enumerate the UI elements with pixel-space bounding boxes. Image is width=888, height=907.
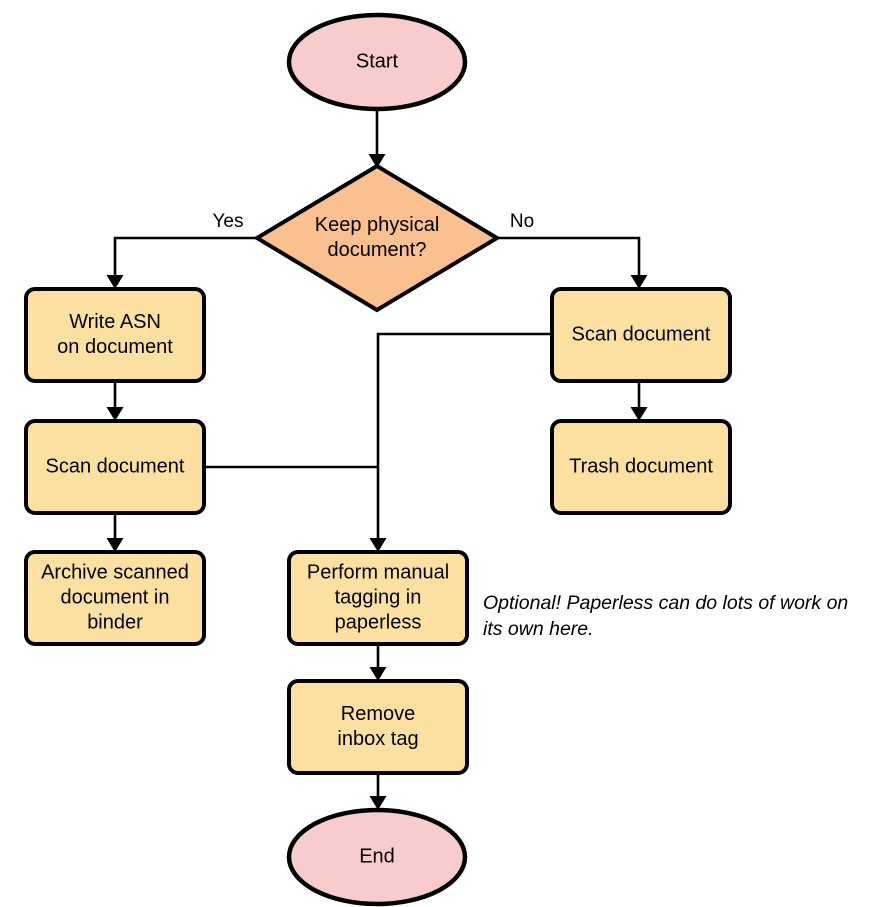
edge-write-asn-to-scan-left (106, 381, 124, 421)
edge-scan-left-to-archive (106, 513, 124, 552)
annotation-optional-note: Optional! Paperless can do lots of work … (483, 592, 848, 640)
node-write-asn[interactable]: Write ASN on document (24, 287, 206, 383)
node-scan-right[interactable]: Scan document (550, 287, 732, 383)
node-label: Scan document (572, 323, 711, 345)
process-shape (24, 550, 206, 646)
edge-path (497, 236, 641, 281)
node-label: Remove (341, 703, 415, 725)
node-label: Write ASN (69, 311, 161, 333)
node-label: binder (87, 611, 143, 633)
edge-manual-tagging-to-remove-inbox (369, 644, 387, 681)
node-label: inbox tag (337, 728, 418, 750)
process-shape (24, 419, 206, 515)
node-manual-tagging[interactable]: Perform manual tagging in paperless (287, 550, 469, 646)
edges-layer: Yes No (106, 109, 648, 810)
decision-shape (253, 163, 501, 313)
edge-scan-right-to-manual-tagging (369, 332, 552, 552)
node-label: tagging in (335, 586, 422, 608)
edge-label-yes: Yes (213, 211, 244, 232)
arrowhead-icon (630, 275, 648, 289)
node-label: Trash document (569, 455, 713, 477)
process-shape (287, 679, 469, 775)
process-shape (24, 287, 206, 383)
annotations-layer: Optional! Paperless can do lots of work … (483, 592, 848, 640)
node-label: Perform manual (307, 561, 449, 583)
node-label: document in (61, 586, 170, 608)
edge-label-no: No (510, 211, 534, 232)
edge-scan-right-to-trash (630, 381, 648, 421)
edge-decision-yes-to-write-asn: Yes (106, 211, 257, 289)
annotation-line: its own here. (483, 618, 594, 640)
terminal-shape (286, 807, 468, 907)
node-label: Scan document (46, 455, 185, 477)
arrowhead-icon (369, 538, 387, 552)
edge-remove-inbox-to-end (369, 773, 387, 810)
arrowhead-icon (369, 796, 387, 810)
edge-path (376, 332, 552, 544)
edge-start-to-decision (368, 109, 386, 168)
arrowhead-icon (106, 407, 124, 421)
arrowhead-icon (106, 275, 124, 289)
arrowhead-icon (368, 154, 386, 168)
node-remove-inbox[interactable]: Remove inbox tag (287, 679, 469, 775)
node-label: paperless (335, 611, 422, 633)
node-label: Start (356, 50, 399, 72)
arrowhead-icon (369, 667, 387, 681)
arrowhead-icon (106, 538, 124, 552)
node-trash[interactable]: Trash document (550, 419, 732, 515)
annotation-line: Optional! Paperless can do lots of work … (483, 592, 848, 614)
node-label: End (359, 845, 395, 867)
node-label: on document (57, 336, 173, 358)
node-archive-binder[interactable]: Archive scanned document in binder (24, 550, 206, 646)
process-shape (550, 287, 732, 383)
process-shape (550, 419, 732, 515)
node-label: Keep physical (315, 214, 440, 236)
terminal-shape (286, 12, 468, 112)
node-decision[interactable]: Keep physical document? (253, 163, 501, 313)
edge-path (113, 236, 257, 281)
arrowhead-icon (630, 407, 648, 421)
node-start[interactable]: Start (286, 12, 468, 112)
node-label: document? (328, 239, 427, 261)
node-end[interactable]: End (286, 807, 468, 907)
process-shape (287, 550, 469, 646)
node-scan-left[interactable]: Scan document (24, 419, 206, 515)
node-label: Archive scanned (41, 561, 189, 583)
edge-decision-no-to-scan-right: No (497, 211, 648, 289)
